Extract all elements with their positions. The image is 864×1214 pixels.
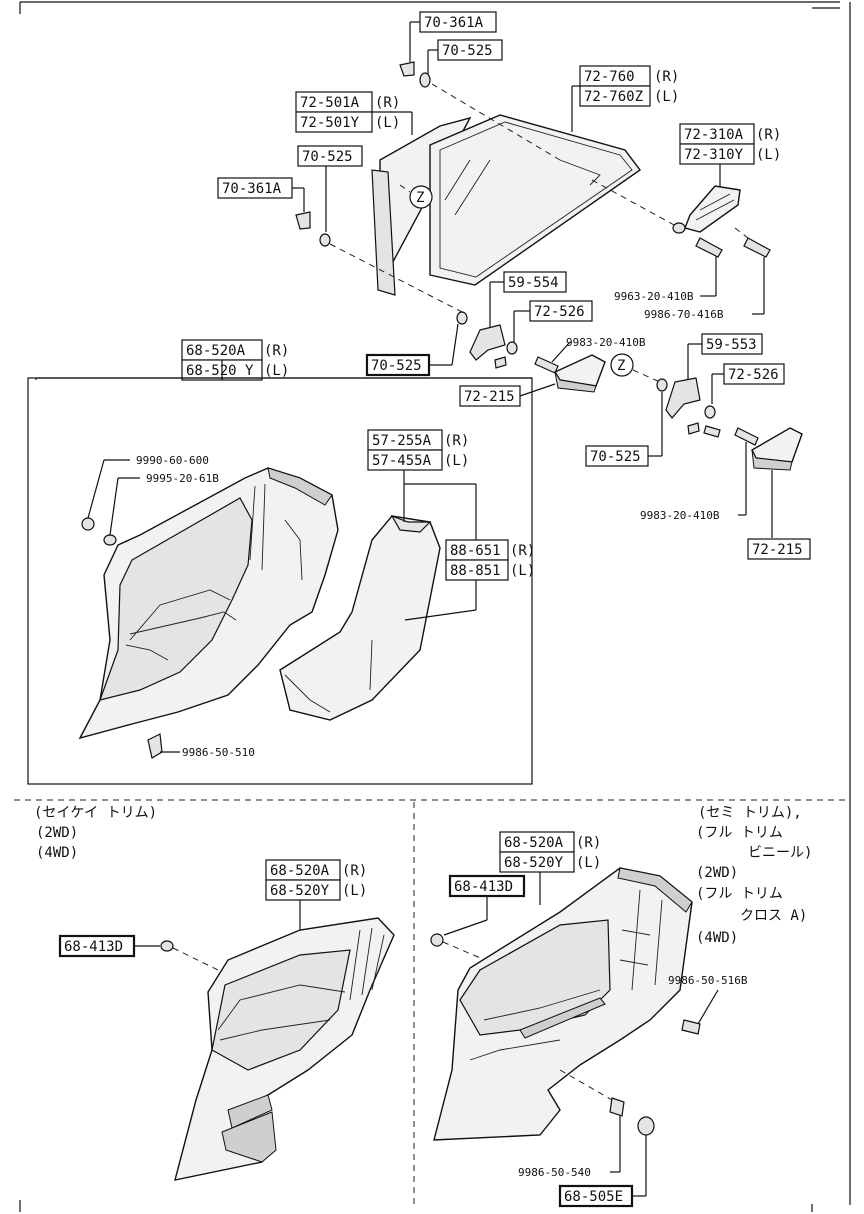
svg-text:72-215: 72-215 (752, 542, 803, 558)
svg-text:9986-50-516B: 9986-50-516B (668, 974, 748, 987)
page-frame (19, 1, 851, 1212)
clip-70-361A-top: 70-361A (399, 11, 497, 77)
svg-text:(フル トリム: (フル トリム (696, 825, 783, 841)
svg-text:9995-20-61B: 9995-20-61B (146, 472, 219, 485)
svg-text:クロス A): クロス A) (740, 908, 807, 924)
svg-text:(L): (L) (654, 89, 679, 105)
svg-text:59-553: 59-553 (706, 337, 757, 353)
label-70-525-mid: 70-525 (297, 145, 463, 313)
svg-text:59-554: 59-554 (508, 275, 559, 291)
svg-text:(L): (L) (510, 563, 535, 579)
washer-70-525-top: 70-525 (419, 39, 561, 161)
quarter-window-group (371, 114, 641, 296)
bracket-59-554: 59-554 72-526 9983-20-410B (456, 271, 646, 374)
cap-72-215-b: 9983-20-410B 72-215 (640, 427, 811, 560)
svg-text:Z: Z (416, 190, 424, 206)
label-72-760: 72-760 (R) 72-760Z (L) (571, 65, 679, 132)
svg-text:70-361A: 70-361A (424, 15, 484, 31)
side-trim-panel: 9990-60-600 9995-20-61B 9986-50-510 (78, 454, 339, 759)
z-mark-1: Z (399, 184, 433, 209)
bottom-right-variant: (セミ トリム), (フル トリム ビニール) (2WD) (フル トリム クロ… (430, 805, 812, 1208)
seat-cushion: 57-255A (R) 57-455A (L) 88-651 (R) 88-85… (279, 429, 535, 721)
svg-text:(L): (L) (342, 883, 367, 899)
svg-text:(R): (R) (654, 69, 679, 85)
svg-text:68-413D: 68-413D (454, 879, 513, 895)
svg-text:72-215: 72-215 (464, 389, 515, 405)
svg-text:70-525: 70-525 (302, 149, 353, 165)
svg-text:70-525: 70-525 (371, 358, 422, 374)
hinge-72-310A: 72-310A (R) 72-310Y (L) 9963-20-410B 998… (591, 123, 781, 321)
svg-text:72-526: 72-526 (534, 304, 585, 320)
svg-text:(R): (R) (375, 95, 400, 111)
svg-text:(L): (L) (576, 855, 601, 871)
svg-text:68-520 Y: 68-520 Y (186, 363, 254, 379)
svg-text:(2WD): (2WD) (36, 825, 78, 841)
svg-text:70-361A: 70-361A (222, 181, 282, 197)
svg-text:(4WD): (4WD) (696, 930, 738, 946)
svg-text:(R): (R) (342, 863, 367, 879)
svg-text:(4WD): (4WD) (36, 845, 78, 861)
svg-text:9963-20-410B: 9963-20-410B (614, 290, 694, 303)
cap-72-215-a: 72-215 (459, 354, 606, 407)
svg-text:ビニール): ビニール) (748, 845, 812, 861)
svg-text:88-651: 88-651 (450, 543, 501, 559)
svg-text:68-505E: 68-505E (564, 1189, 623, 1205)
label-70-525-bold: 70-525 (365, 323, 459, 377)
svg-text:57-455A: 57-455A (372, 453, 432, 469)
svg-text:68-520Y: 68-520Y (270, 883, 330, 899)
svg-text:(L): (L) (264, 363, 289, 379)
svg-text:68-520A: 68-520A (186, 343, 246, 359)
svg-text:70-525: 70-525 (590, 449, 641, 465)
svg-text:68-520Y: 68-520Y (504, 855, 564, 871)
svg-text:57-255A: 57-255A (372, 433, 432, 449)
svg-text:72-760Z: 72-760Z (584, 89, 643, 105)
svg-text:72-760: 72-760 (584, 69, 635, 85)
label-72-501A: 72-501A (R) 72-501Y (L) (295, 91, 413, 135)
svg-text:(L): (L) (375, 115, 400, 131)
svg-text:72-501A: 72-501A (300, 95, 360, 111)
svg-text:(2WD): (2WD) (696, 865, 738, 881)
svg-text:72-310A: 72-310A (684, 127, 744, 143)
svg-text:68-520A: 68-520A (270, 863, 330, 879)
svg-text:68-520A: 68-520A (504, 835, 564, 851)
svg-text:72-310Y: 72-310Y (684, 147, 744, 163)
svg-text:72-501Y: 72-501Y (300, 115, 360, 131)
svg-text:(セミ トリム),: (セミ トリム), (698, 805, 802, 821)
svg-text:(L): (L) (756, 147, 781, 163)
bottom-left-variant: (セイケイ トリム) (2WD) (4WD) 68-520A (R) 68-52… (34, 805, 395, 1181)
svg-text:(L): (L) (444, 453, 469, 469)
svg-text:(フル トリム: (フル トリム (696, 886, 783, 902)
svg-text:88-851: 88-851 (450, 563, 501, 579)
svg-text:9990-60-600: 9990-60-600 (136, 454, 209, 467)
svg-text:(R): (R) (510, 543, 535, 559)
svg-text:(R): (R) (444, 433, 469, 449)
svg-text:(R): (R) (756, 127, 781, 143)
svg-text:9983-20-410B: 9983-20-410B (640, 509, 720, 522)
bracket-59-553: Z 59-553 72-526 70-525 (585, 333, 785, 467)
svg-text:(R): (R) (576, 835, 601, 851)
svg-text:9986-70-416B: 9986-70-416B (644, 308, 724, 321)
svg-text:68-413D: 68-413D (64, 939, 123, 955)
svg-text:9986-50-510: 9986-50-510 (182, 746, 255, 759)
rear-trim-section: 68-520A (R) 68-520 Y (L) (27, 339, 533, 785)
svg-text:(セイケイ トリム): (セイケイ トリム) (34, 805, 157, 821)
svg-text:Z: Z (617, 358, 625, 374)
label-70-361A-mid: 70-361A (217, 177, 311, 230)
svg-text:9986-50-540: 9986-50-540 (518, 1166, 591, 1179)
svg-text:9983-20-410B: 9983-20-410B (566, 336, 646, 349)
section-dividers (14, 799, 850, 1205)
svg-text:(R): (R) (264, 343, 289, 359)
svg-text:72-526: 72-526 (728, 367, 779, 383)
svg-text:70-525: 70-525 (442, 43, 493, 59)
